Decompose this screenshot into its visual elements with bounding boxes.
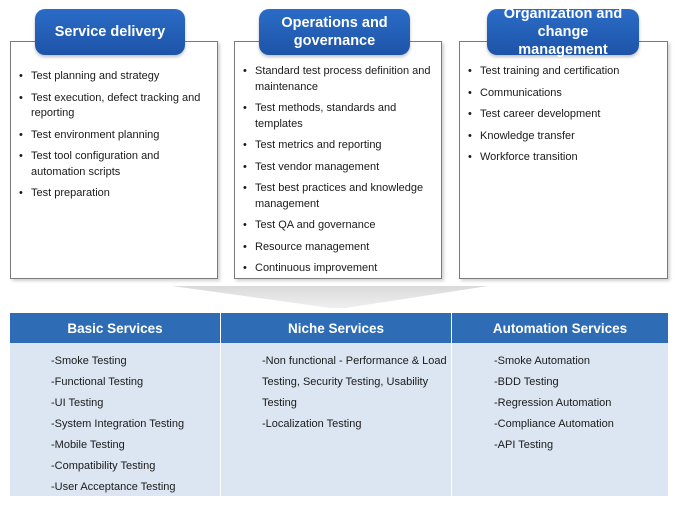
list-item: -System Integration Testing <box>51 418 185 430</box>
list-item: Test metrics and reporting <box>241 138 437 154</box>
services-table-body: -Smoke Testing -Functional Testing -UI T… <box>10 343 668 496</box>
list-item: -Compliance Automation <box>494 418 614 430</box>
list-item: Test best practices and knowledge manage… <box>241 181 437 212</box>
basic-services-header: Basic Services <box>10 313 221 343</box>
list-item: -UI Testing <box>51 397 104 409</box>
list-item: -API Testing <box>494 439 554 451</box>
list-item: Test career development <box>466 107 662 123</box>
operations-governance-list: Standard test process definition and mai… <box>241 64 437 283</box>
list-item: -Functional Testing <box>51 376 144 388</box>
automation-services-header: Automation Services <box>492 320 628 336</box>
service-delivery-list: Test planning and strategy Test executio… <box>17 69 211 208</box>
list-item: -BDD Testing <box>494 376 559 388</box>
list-item: Test planning and strategy <box>17 69 211 85</box>
niche-services-column: -Non functional - Performance & Load Tes… <box>221 343 452 496</box>
list-item: Test methods, standards and templates <box>241 101 437 132</box>
list-item: -Regression Automation <box>494 397 612 409</box>
basic-services-column: -Smoke Testing -Functional Testing -UI T… <box>10 343 221 496</box>
niche-services-header: Niche Services <box>221 313 452 343</box>
list-item: -Localization Testing <box>262 418 362 430</box>
list-item: Testing <box>262 397 297 409</box>
list-item: Workforce transition <box>466 150 662 166</box>
list-item: Test training and certification <box>466 64 662 80</box>
organization-change-box: Test training and certification Communic… <box>459 41 668 279</box>
list-item: Resource management <box>241 240 437 256</box>
list-item: Test QA and governance <box>241 218 437 234</box>
organization-change-title: Organization and change management <box>487 6 639 58</box>
automation-services-column: -Smoke Automation -BDD Testing -Regressi… <box>452 343 668 496</box>
list-item: -Smoke Automation <box>494 355 590 367</box>
organization-change-list: Test training and certification Communic… <box>466 64 662 172</box>
list-item: Test execution, defect tracking and repo… <box>17 91 211 122</box>
list-item: Test tool configuration and automation s… <box>17 149 211 180</box>
list-item: -Compatibility Testing <box>51 460 156 472</box>
list-item: Test environment planning <box>17 128 211 144</box>
list-item: -User Acceptance Testing <box>51 481 176 493</box>
operations-governance-title: Operations and governance <box>259 9 410 55</box>
operations-governance-box: Standard test process definition and mai… <box>234 41 442 279</box>
list-item: -Mobile Testing <box>51 439 125 451</box>
list-item: Knowledge transfer <box>466 129 662 145</box>
list-item: Communications <box>466 86 662 102</box>
list-item: -Non functional - Performance & Load <box>262 355 447 367</box>
list-item: Test preparation <box>17 186 211 202</box>
list-item: -Smoke Testing <box>51 355 127 367</box>
list-item: Testing, Security Testing, Usability <box>262 376 429 388</box>
service-delivery-box: Test planning and strategy Test executio… <box>10 41 218 279</box>
service-delivery-title: Service delivery <box>35 9 185 55</box>
services-table-header: Basic Services Niche Services Automation… <box>10 313 668 343</box>
list-item: Test vendor management <box>241 160 437 176</box>
list-item: Standard test process definition and mai… <box>241 64 437 95</box>
list-item: Continuous improvement <box>241 261 437 277</box>
